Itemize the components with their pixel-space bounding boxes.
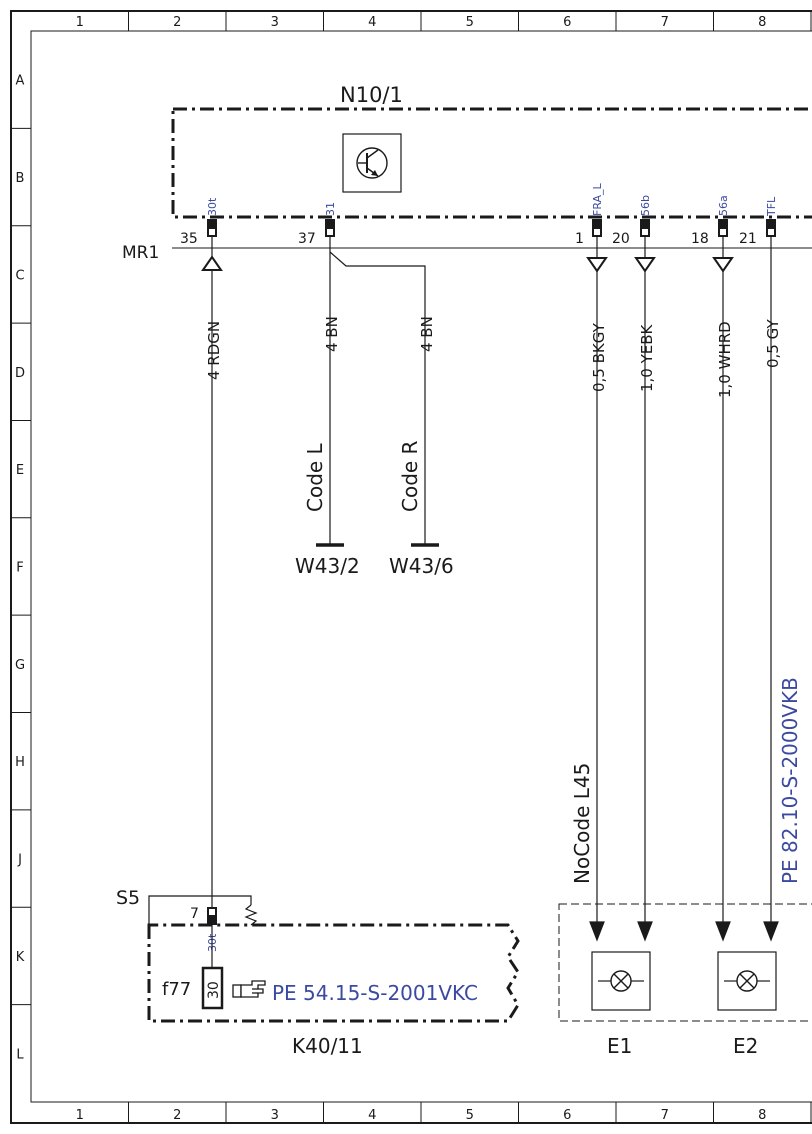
- ref-link-54-15[interactable]: PE 54.15-S-2001VKC: [272, 981, 478, 1005]
- row-label: G: [15, 658, 25, 673]
- column-label: 5: [466, 1108, 474, 1123]
- mr1-label: MR1: [122, 243, 159, 263]
- signal-56a: 56a: [717, 195, 730, 216]
- wire-label-rdgn: 4 RDGN: [205, 321, 223, 380]
- row-label: H: [15, 755, 25, 770]
- column-label: 8: [758, 15, 766, 30]
- signal-fra-l: FRA_L: [591, 182, 604, 216]
- wire-label-bn-1: 4 BN: [323, 316, 341, 352]
- row-label: L: [16, 1047, 24, 1062]
- ref-link-82-10[interactable]: PE 82.10-S-2000VKB: [778, 677, 802, 884]
- fuse-f77: [201, 966, 224, 1010]
- wire-label-whrd: 1,0 WHRD: [716, 321, 734, 398]
- column-label: 6: [563, 1108, 571, 1123]
- row-label: F: [16, 560, 23, 575]
- frame-outer: [10, 10, 812, 1124]
- pin-21: 21: [739, 231, 757, 247]
- column-label: 2: [173, 1108, 181, 1123]
- row-dividers: [11, 127, 31, 1006]
- pin-7: 7: [190, 906, 199, 922]
- pointing-hand-icon: [232, 980, 266, 998]
- frame-inner: [30, 30, 812, 1103]
- k40-module-box: [147, 923, 520, 1023]
- transistor-icon: [342, 133, 402, 193]
- wire-label-gy: 0,5 GY: [764, 319, 782, 368]
- column-labels-top: 1 2 3 4 5 6 7 8: [76, 15, 767, 30]
- fuse-name: f77: [162, 979, 191, 1000]
- column-label: 7: [661, 1108, 669, 1123]
- wire-bn: [316, 236, 439, 547]
- wire-label-yebk: 1,0 YEBK: [638, 323, 656, 392]
- row-label: D: [15, 366, 25, 381]
- column-label: 3: [271, 1108, 279, 1123]
- ground-w43-2: W43/2: [295, 554, 360, 578]
- row-label: E: [16, 463, 24, 478]
- column-label: 2: [173, 15, 181, 30]
- column-dividers: [128, 11, 812, 1123]
- s5-label: S5: [116, 887, 140, 909]
- signal-30t: 30t: [206, 197, 219, 216]
- pin-18: 18: [691, 231, 709, 247]
- lamp-e2-label: E2: [733, 1034, 758, 1058]
- ground-w43-6: W43/6: [389, 554, 454, 578]
- column-label: 5: [466, 15, 474, 30]
- wire-rdgn: [201, 236, 223, 907]
- column-label: 4: [368, 1108, 376, 1123]
- row-label: K: [16, 950, 25, 965]
- signal-31: 31: [324, 202, 337, 216]
- k40-label: K40/11: [292, 1034, 363, 1058]
- column-label: 8: [758, 1108, 766, 1123]
- column-labels-bottom: 1 2 3 4 5 6 7 8: [76, 1108, 767, 1123]
- nocode-l45-label: NoCode L45: [570, 763, 594, 884]
- column-label: 7: [661, 15, 669, 30]
- pin-connectors: [207, 219, 776, 237]
- row-label: C: [15, 268, 24, 283]
- pin-1: 1: [575, 231, 584, 247]
- wire-label-bkgy: 0,5 BKGY: [590, 322, 608, 392]
- wires-lamps: [586, 236, 779, 942]
- signal-56b: 56b: [639, 195, 652, 216]
- signal-tfl: TFL: [765, 196, 778, 217]
- code-l-label: Code L: [303, 442, 327, 512]
- n10-label: N10/1: [340, 83, 403, 107]
- lamp-e2-icon: [717, 951, 777, 1011]
- pin-35: 35: [180, 231, 198, 247]
- row-label: J: [17, 853, 22, 868]
- fuse-value: 30: [206, 981, 222, 999]
- row-label: A: [16, 74, 25, 89]
- pin-connector-k40: [207, 907, 217, 925]
- code-r-label: Code R: [398, 440, 422, 512]
- lamp-group-box: [558, 903, 812, 1022]
- wire-label-bn-2: 4 BN: [418, 316, 436, 352]
- pin-20: 20: [612, 231, 630, 247]
- row-label: B: [16, 171, 25, 186]
- column-label: 1: [76, 15, 84, 30]
- lamp-e1-icon: [591, 951, 651, 1011]
- n10-module-box: [171, 107, 812, 219]
- lamp-e1-label: E1: [607, 1034, 632, 1058]
- column-label: 4: [368, 15, 376, 30]
- column-label: 3: [271, 15, 279, 30]
- s5-switch: [148, 895, 258, 926]
- column-label: 1: [76, 1108, 84, 1123]
- row-labels: A B C D E F G H J K L: [15, 74, 25, 1063]
- column-label: 6: [563, 15, 571, 30]
- pin-37: 37: [298, 231, 316, 247]
